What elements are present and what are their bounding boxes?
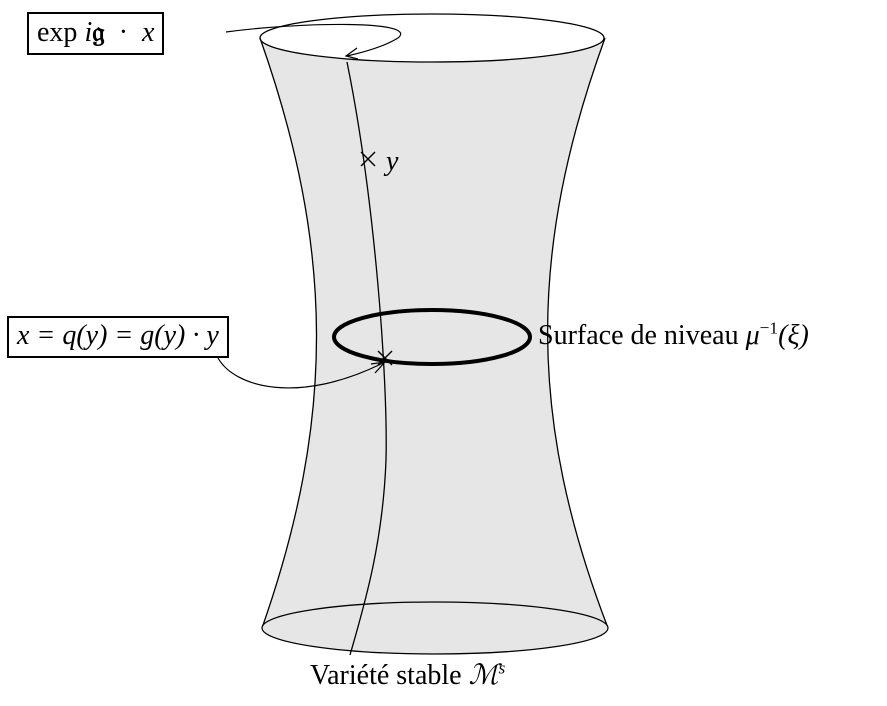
point-y-label: y — [386, 146, 399, 177]
projection-arrow — [217, 357, 386, 389]
orbit-curve — [346, 61, 387, 656]
top-ellipse — [259, 13, 605, 63]
projection-arrow-head — [370, 361, 387, 374]
stable-variety-caption: Variété stable ℳs — [310, 659, 505, 691]
projection-label-box: x = q(y) = g(y) · y — [7, 316, 229, 358]
bottom-ellipse — [261, 601, 609, 655]
orbit-label-i: i — [84, 17, 93, 48]
orbit-label-x: x — [142, 17, 155, 48]
level-surface-ring — [332, 308, 532, 366]
point-y-marker — [360, 151, 376, 167]
level-surface-arg: (ξ) — [778, 320, 809, 351]
level-surface-label: Surface de niveau μ−1(ξ) — [538, 319, 809, 351]
right-contour — [547, 37, 609, 629]
level-surface-exponent: −1 — [759, 318, 779, 338]
orbit-arrow-head — [344, 47, 359, 60]
orbit-label-box: exp i𝔤 · x — [27, 12, 165, 55]
stable-variety-prefix: Variété stable — [310, 660, 469, 691]
orbit-label-exp: exp — [37, 17, 78, 48]
left-contour — [259, 37, 318, 629]
stable-variety-exponent: s — [498, 658, 506, 678]
stable-variety-surface — [260, 38, 608, 628]
stable-variety-symbol: ℳ — [468, 660, 499, 691]
level-surface-prefix: Surface de niveau — [538, 320, 746, 351]
level-surface-mu: μ — [745, 320, 760, 351]
orbit-label-dot: · — [118, 17, 129, 48]
orbit-arrow — [225, 23, 402, 57]
orbit-label-frak: 𝔤 — [92, 15, 105, 48]
